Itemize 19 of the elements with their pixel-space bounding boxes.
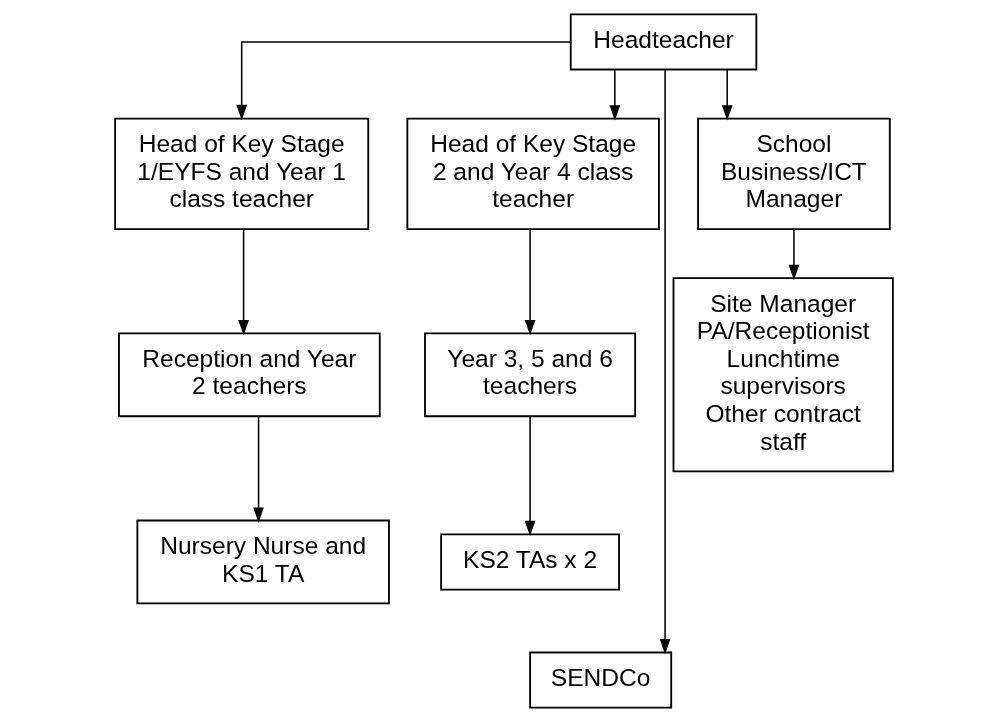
node-box: Site Manager PA/Receptionist Lunchtime supervisors Other contract staff [672,277,894,473]
arrow [659,69,671,655]
node-box: Head of Key Stage 1/EYFS and Year 1 class teacher [114,117,370,230]
node-box: Reception and Year 2 teachers [118,332,381,418]
node-box: Headteacher [569,13,758,71]
arrow [721,69,733,121]
arrow [524,228,536,336]
node-box: KS2 TAs x 2 [440,533,620,591]
arrow [609,69,621,121]
arrow [236,41,572,121]
arrow [238,228,249,336]
arrow [253,415,264,523]
node-box: Year 3, 5 and 6 teachers [424,332,637,418]
arrow [524,415,536,537]
node-box: Nursery Nurse and KS1 TA [136,519,390,605]
node-box: School Business/ICT Manager [697,117,891,230]
node-box: SENDCo [529,651,673,709]
arrow [788,228,800,281]
node-box: Head of Key Stage 2 and Year 4 class teacher [406,117,660,230]
